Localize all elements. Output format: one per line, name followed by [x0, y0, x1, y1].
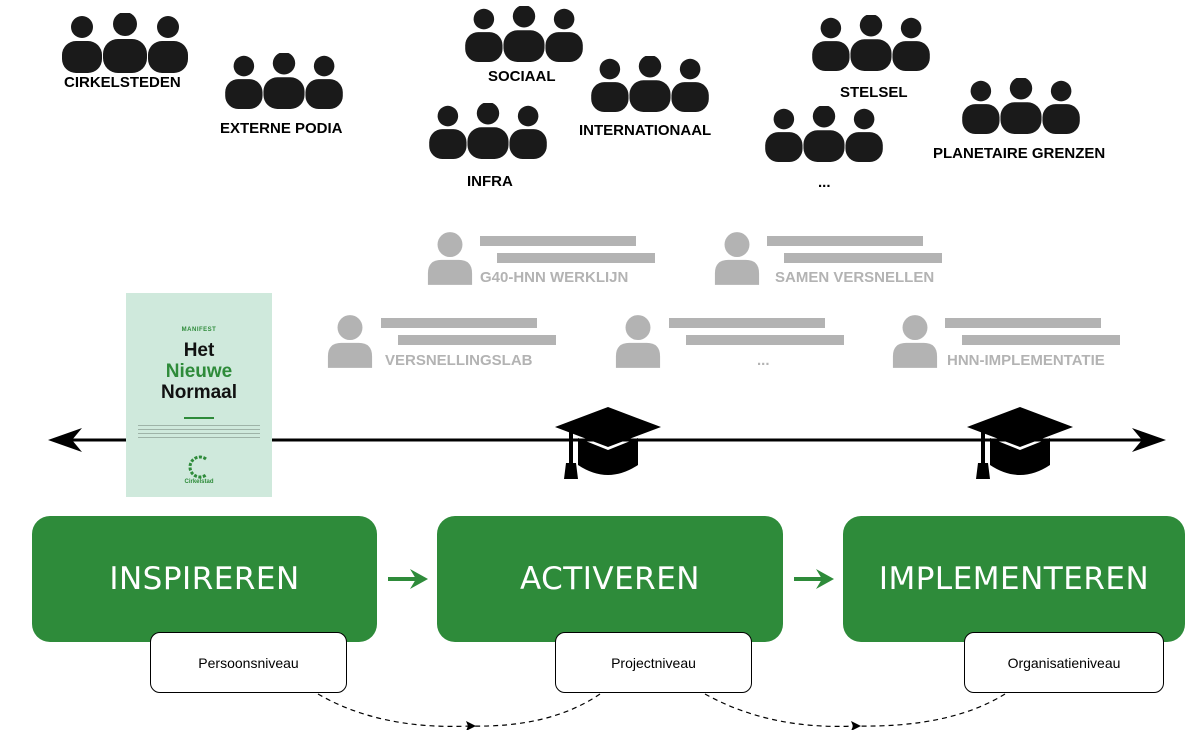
group-label-more: ... [818, 174, 831, 191]
manifest-title-line3: Normaal [160, 382, 238, 403]
stage-activeren: ACTIVEREN [437, 516, 783, 642]
manifest-cover: MANIFEST Het Nieuwe Normaal Cirkelstad [126, 293, 272, 497]
text-line-placeholder [480, 236, 636, 246]
program-label-more: ... [757, 352, 770, 369]
level-connector [317, 693, 1006, 730]
people-group-icon [806, 15, 936, 71]
person-icon [426, 231, 474, 285]
program-label-versnellingslab: VERSNELLINGSLAB [385, 352, 533, 369]
cirkelstad-logo-icon [188, 455, 207, 479]
manifest-divider [184, 417, 214, 419]
text-line-placeholder [686, 335, 844, 345]
group-label-stelsel: STELSEL [840, 84, 908, 101]
stage-inspireren: INSPIREREN [32, 516, 377, 642]
group-label-infra: INFRA [467, 173, 513, 190]
graduation-cap-icon [553, 405, 663, 485]
program-label-hnn-implementatie: HNN-IMPLEMENTATIE [947, 352, 1105, 369]
group-label-externe-podia: EXTERNE PODIA [220, 120, 343, 137]
manifest-title-line2: Nieuwe [165, 361, 233, 382]
level-persoonsniveau: Persoonsniveau [150, 632, 347, 693]
people-group-icon [760, 106, 888, 162]
stage-arrow-icon [388, 569, 428, 589]
people-group-icon [460, 6, 588, 62]
graduation-cap-icon [965, 405, 1075, 485]
manifest-brand: Cirkelstad [184, 479, 214, 485]
group-label-cirkelsteden: CIRKELSTEDEN [64, 74, 181, 91]
text-line-placeholder [784, 253, 942, 263]
level-projectniveau: Projectniveau [555, 632, 752, 693]
text-line-placeholder [381, 318, 537, 328]
text-line-placeholder [669, 318, 825, 328]
text-line-placeholder [962, 335, 1120, 345]
stage-implementeren: IMPLEMENTEREN [843, 516, 1185, 642]
person-icon [614, 314, 662, 368]
level-organisatieniveau: Organisatieniveau [964, 632, 1164, 693]
text-line-placeholder [398, 335, 556, 345]
text-line-placeholder [945, 318, 1101, 328]
people-group-icon [423, 103, 553, 159]
people-group-icon [956, 78, 1086, 134]
people-group-icon [60, 13, 190, 73]
people-group-icon [585, 56, 715, 112]
manifest-title-line1: Het [183, 340, 215, 361]
program-label-g40: G40-HNN WERKLIJN [480, 269, 629, 286]
manifest-tag: MANIFEST [181, 327, 217, 333]
text-line-placeholder [767, 236, 923, 246]
group-label-planetaire-grenzen: PLANETAIRE GRENZEN [933, 145, 1106, 162]
manifest-title: Het Nieuwe Normaal [126, 340, 272, 403]
group-label-sociaal: SOCIAAL [488, 68, 556, 85]
person-icon [713, 231, 761, 285]
people-group-icon [219, 53, 349, 109]
group-label-internationaal: INTERNATIONAAL [579, 122, 712, 139]
stage-arrow-icon [794, 569, 834, 589]
program-label-samen-versnellen: SAMEN VERSNELLEN [775, 269, 935, 286]
manifest-body-text [138, 425, 260, 439]
text-line-placeholder [497, 253, 655, 263]
person-icon [891, 314, 939, 368]
person-icon [326, 314, 374, 368]
